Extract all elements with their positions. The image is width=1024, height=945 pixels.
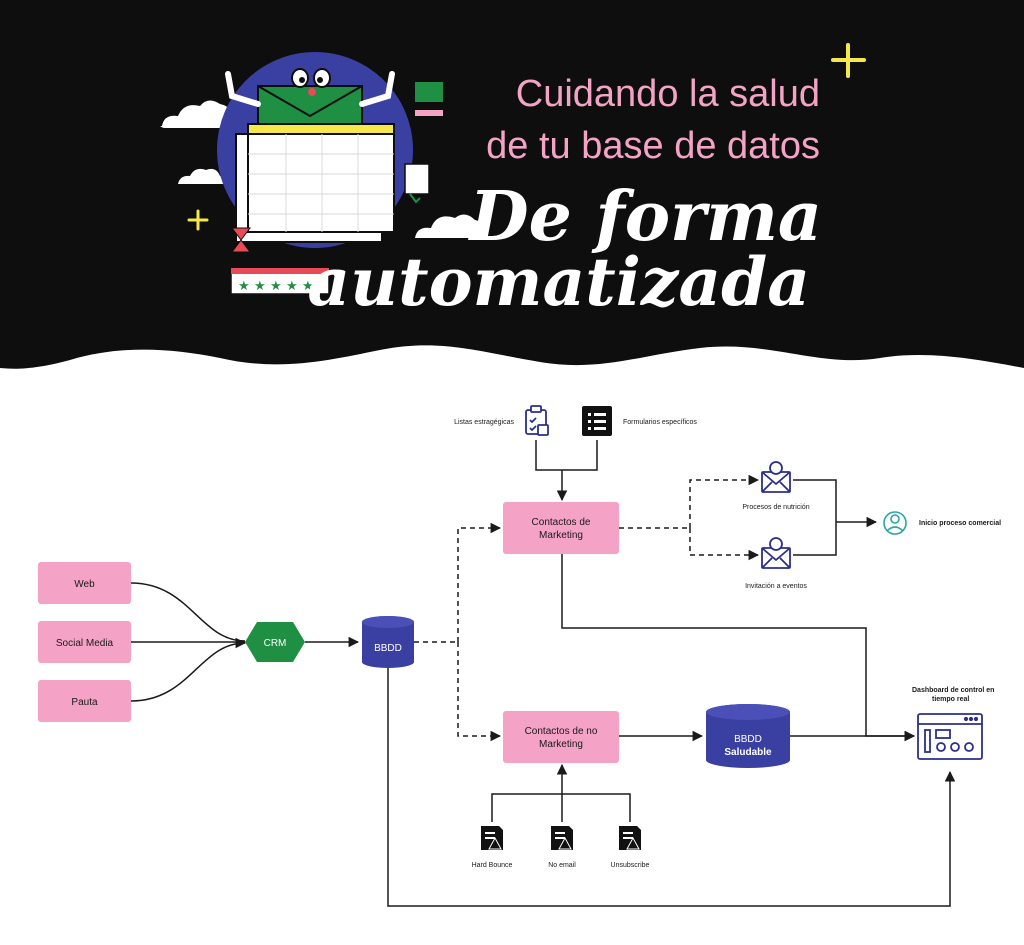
unsubscribe-label: Unsubscribe (611, 862, 650, 869)
source-node-social-media: Social Media (38, 621, 131, 663)
connector-to-nutrition (689, 474, 760, 528)
title-line-4: automatizada (307, 243, 810, 321)
source-label: Pauta (71, 697, 98, 708)
connector-to-events (689, 528, 760, 561)
warning-doc-icon (551, 826, 573, 850)
bbdd-node: BBDD (362, 616, 414, 668)
commercial-label: Inicio proceso comercial (919, 520, 1001, 527)
cloud-icon (178, 168, 229, 184)
svg-text:★: ★ (302, 279, 314, 294)
warning-doc-icon (481, 826, 503, 850)
connector-to-marketing (457, 522, 502, 642)
connector-pauta-crm (130, 637, 247, 702)
envelope-icon (761, 461, 791, 493)
title-line-2: de tu base de datos (486, 125, 820, 167)
title-line-1: Cuidando la salud (516, 73, 820, 115)
healthy-bbdd-line-2: Saludable (724, 747, 772, 758)
plus-sparkle-icon (831, 43, 866, 78)
clipboard-icon (525, 405, 549, 436)
lists-label: Listas estragégicas (454, 419, 514, 426)
dashboard-label-line-2: tiempo real (932, 696, 969, 703)
connector-bbdd-dashboard (387, 668, 956, 907)
source-node-web: Web (38, 562, 131, 604)
mascot-illustration: ★ ★ ★ ★ ★ (217, 52, 443, 295)
non-marketing-contacts-node: Contactos de no Marketing (503, 711, 619, 763)
healthy-bbdd-line-1: BBDD (734, 734, 762, 745)
source-node-pauta: Pauta (38, 680, 131, 722)
hard-bounce-label: Hard Bounce (472, 862, 513, 869)
source-label: Social Media (56, 638, 114, 649)
connector-unsubscribe (562, 793, 631, 822)
crm-label: CRM (264, 638, 287, 649)
title-line-3: De forma (468, 177, 822, 257)
svg-text:★: ★ (238, 279, 250, 294)
connector-to-non-marketing (457, 642, 502, 742)
flow-diagram (130, 440, 956, 907)
form-list-icon (582, 406, 612, 436)
connector-hard-bounce (491, 793, 562, 822)
no-email-label: No email (548, 862, 576, 869)
plus-sparkle-small-icon (187, 209, 209, 231)
forms-label: Formularios específicos (623, 419, 697, 426)
connector-lists (535, 440, 562, 471)
connector-forms (562, 440, 598, 471)
marketing-contacts-node: Contactos de Marketing (503, 502, 619, 554)
non-marketing-contacts-line-1: Contactos de no (525, 726, 598, 737)
warning-doc-icon (619, 826, 641, 850)
dashboard-label-line-1: Dashboard de control en (912, 687, 994, 694)
svg-text:★: ★ (254, 279, 266, 294)
svg-text:★: ★ (286, 279, 298, 294)
crm-node: CRM (245, 622, 305, 662)
user-circle-icon (883, 511, 907, 535)
envelope-icon (761, 537, 791, 569)
marketing-contacts-line-1: Contactos de (532, 517, 591, 528)
cloud-icon (160, 100, 234, 128)
healthy-bbdd-node: BBDD Saludable (706, 704, 790, 768)
source-label: Web (74, 579, 95, 590)
connector-events-merge (793, 522, 837, 556)
marketing-contacts-line-2: Marketing (539, 530, 583, 541)
header-banner: ★ ★ ★ ★ ★ Cuidando la salud de tu base de d… (0, 0, 1024, 369)
connector-nutrition-merge (793, 479, 837, 522)
non-marketing-contacts-line-2: Marketing (539, 739, 583, 750)
cloud-icon (415, 214, 487, 238)
events-label: Invitación a eventos (745, 583, 807, 590)
nutrition-label: Procesos de nutrición (742, 504, 809, 511)
bbdd-label: BBDD (374, 643, 402, 654)
dashboard-monitor-icon (917, 713, 983, 760)
connector-web-crm (130, 582, 246, 642)
svg-text:★: ★ (270, 279, 282, 294)
